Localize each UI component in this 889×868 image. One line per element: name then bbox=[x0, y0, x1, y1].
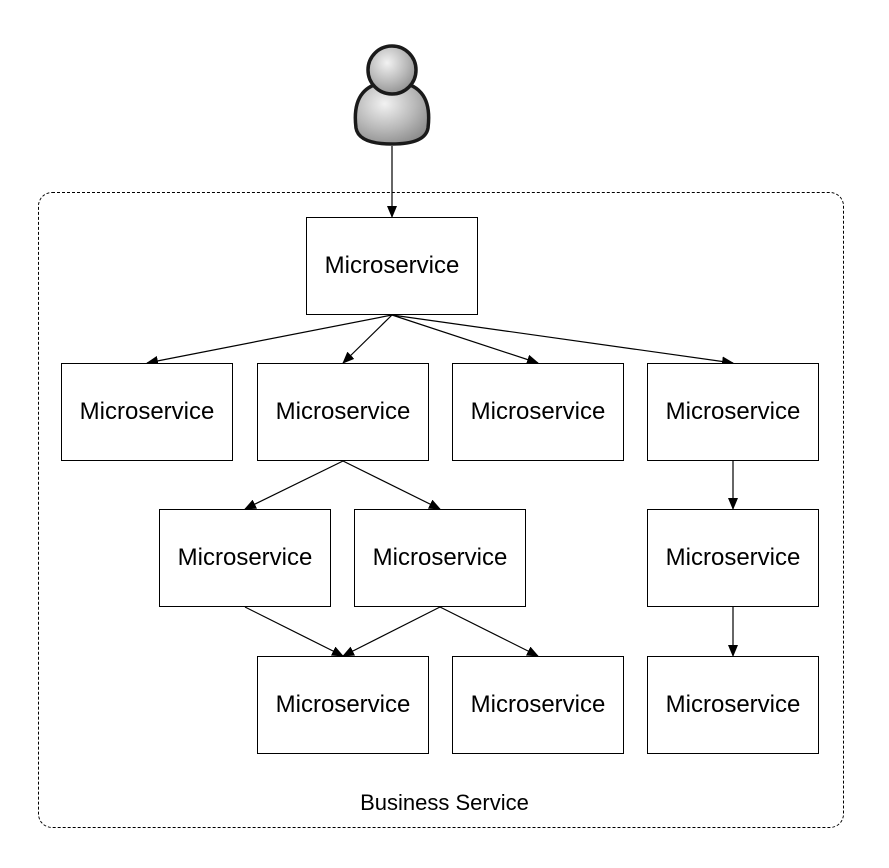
microservice-node-l2a: Microservice bbox=[159, 509, 331, 607]
microservice-node-l1c: Microservice bbox=[452, 363, 624, 461]
connector-root-to-l1a bbox=[146, 314, 393, 366]
microservice-node-root: Microservice bbox=[306, 217, 478, 315]
microservice-node-l1d: Microservice bbox=[647, 363, 819, 461]
connector-l1b-to-l2a bbox=[244, 460, 344, 510]
connector-l2a-to-l3a bbox=[244, 606, 344, 657]
connector-l2b-to-l3a bbox=[342, 606, 441, 657]
microservice-node-l2b: Microservice bbox=[354, 509, 526, 607]
microservice-node-l3c: Microservice bbox=[647, 656, 819, 754]
microservice-node-l1a: Microservice bbox=[61, 363, 233, 461]
microservice-node-l3a: Microservice bbox=[257, 656, 429, 754]
microservice-node-l1b: Microservice bbox=[257, 363, 429, 461]
user-icon bbox=[353, 44, 431, 146]
connector-root-to-l1d bbox=[391, 314, 734, 367]
connector-l1b-to-l2b bbox=[342, 460, 441, 510]
microservice-node-l2c: Microservice bbox=[647, 509, 819, 607]
connector-root-to-l1c bbox=[391, 314, 539, 365]
connector-l2b-to-l3b bbox=[439, 606, 539, 657]
business-service-label: Business Service bbox=[360, 790, 529, 815]
business-service-boundary bbox=[38, 192, 844, 828]
microservice-node-l3b: Microservice bbox=[452, 656, 624, 754]
connector-root-to-l1b bbox=[342, 314, 393, 364]
